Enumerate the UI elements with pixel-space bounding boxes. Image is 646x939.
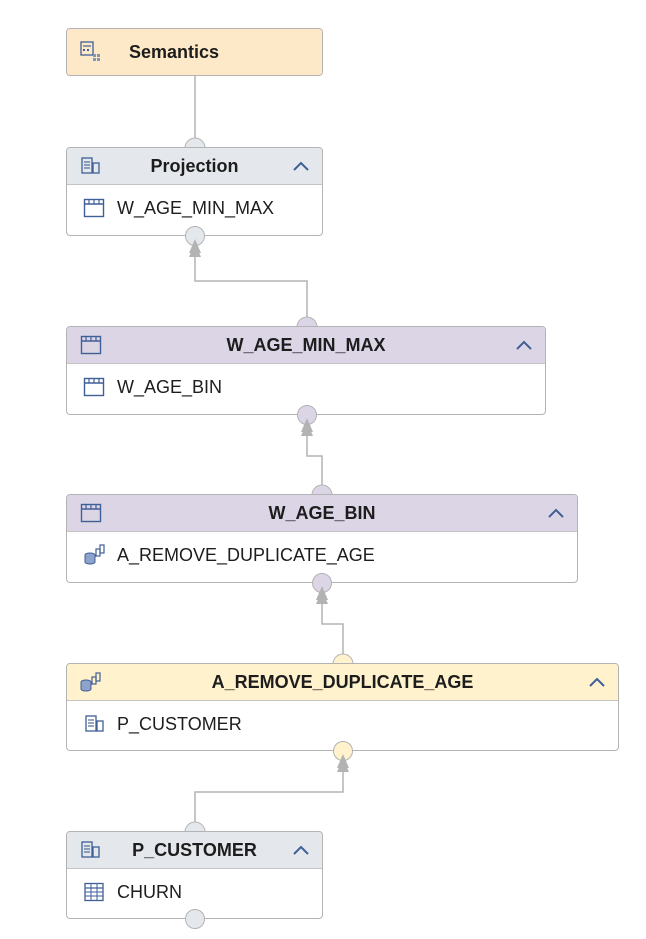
w-age-bin-node[interactable]: W_AGE_BIN A_REMOVE_DUPLICATE_AGE (66, 494, 578, 583)
input-row[interactable]: CHURN (67, 869, 322, 915)
arrow-head (301, 422, 313, 436)
projection-icon (81, 841, 100, 858)
a-remove-duplicate-age-node[interactable]: A_REMOVE_DUPLICATE_AGE P_CUSTOMER (66, 663, 619, 751)
input-row[interactable]: W_AGE_MIN_MAX (67, 185, 322, 231)
node-title: W_AGE_BIN (268, 502, 376, 523)
chevron-up-icon[interactable] (545, 503, 567, 523)
chevron-up-icon[interactable] (290, 156, 312, 176)
window-function-icon (83, 377, 105, 397)
chevron-up-icon[interactable] (586, 672, 608, 692)
output-port-a-remove-duplicate-age[interactable] (332, 653, 354, 665)
semantics-node[interactable]: Semantics (66, 28, 323, 76)
input-row[interactable]: W_AGE_BIN (67, 364, 545, 410)
projection-header[interactable]: Projection (67, 148, 322, 185)
a-remove-duplicate-age-header[interactable]: A_REMOVE_DUPLICATE_AGE (67, 664, 618, 701)
w-age-min-max-node[interactable]: W_AGE_MIN_MAX W_AGE_BIN (66, 326, 546, 415)
input-row[interactable]: P_CUSTOMER (67, 701, 618, 747)
connector-a-remove-duplicate-age-p-customer (194, 772, 344, 828)
arrow-head (189, 243, 201, 257)
output-port-w-age-min-max[interactable] (296, 316, 318, 328)
arrow-head (337, 758, 349, 772)
chevron-up-icon[interactable] (513, 335, 535, 355)
node-title: Semantics (129, 41, 220, 62)
input-label: P_CUSTOMER (117, 713, 242, 734)
output-port-p-customer[interactable] (184, 821, 206, 833)
arrow-head (316, 590, 328, 604)
window-function-icon (80, 503, 102, 523)
aggregation-icon (84, 544, 105, 565)
aggregation-icon (80, 672, 101, 692)
node-title: W_AGE_MIN_MAX (226, 334, 386, 355)
w-age-bin-header[interactable]: W_AGE_BIN (67, 495, 577, 532)
node-title: A_REMOVE_DUPLICATE_AGE (211, 671, 474, 692)
input-label: A_REMOVE_DUPLICATE_AGE (117, 544, 375, 565)
input-label: W_AGE_BIN (117, 376, 223, 397)
projection-icon (81, 157, 100, 174)
input-row[interactable]: A_REMOVE_DUPLICATE_AGE (67, 532, 577, 578)
p-customer-node[interactable]: P_CUSTOMER CHURN (66, 831, 323, 919)
connector-w-age-min-max-w-age-bin (306, 436, 323, 492)
connector-projection-w-age-min-max (194, 256, 308, 324)
node-title: P_CUSTOMER (132, 839, 257, 860)
window-function-icon (83, 198, 105, 218)
connector-w-age-bin-a-remove-duplicate-age (321, 604, 344, 660)
input-label: CHURN (117, 881, 182, 902)
node-title: Projection (150, 155, 239, 176)
projection-icon (85, 715, 104, 732)
chevron-up-icon[interactable] (290, 840, 312, 860)
window-function-icon (80, 335, 102, 355)
input-label: W_AGE_MIN_MAX (117, 197, 275, 218)
output-port-w-age-bin[interactable] (311, 484, 333, 496)
table-icon (84, 882, 104, 902)
semantics-icon (80, 41, 100, 61)
semantics-header[interactable]: Semantics (67, 29, 322, 75)
p-customer-header[interactable]: P_CUSTOMER (67, 832, 322, 869)
output-port-projection[interactable] (184, 137, 206, 149)
projection-node[interactable]: Projection W_AGE_MIN_MAX (66, 147, 323, 236)
w-age-min-max-header[interactable]: W_AGE_MIN_MAX (67, 327, 545, 364)
